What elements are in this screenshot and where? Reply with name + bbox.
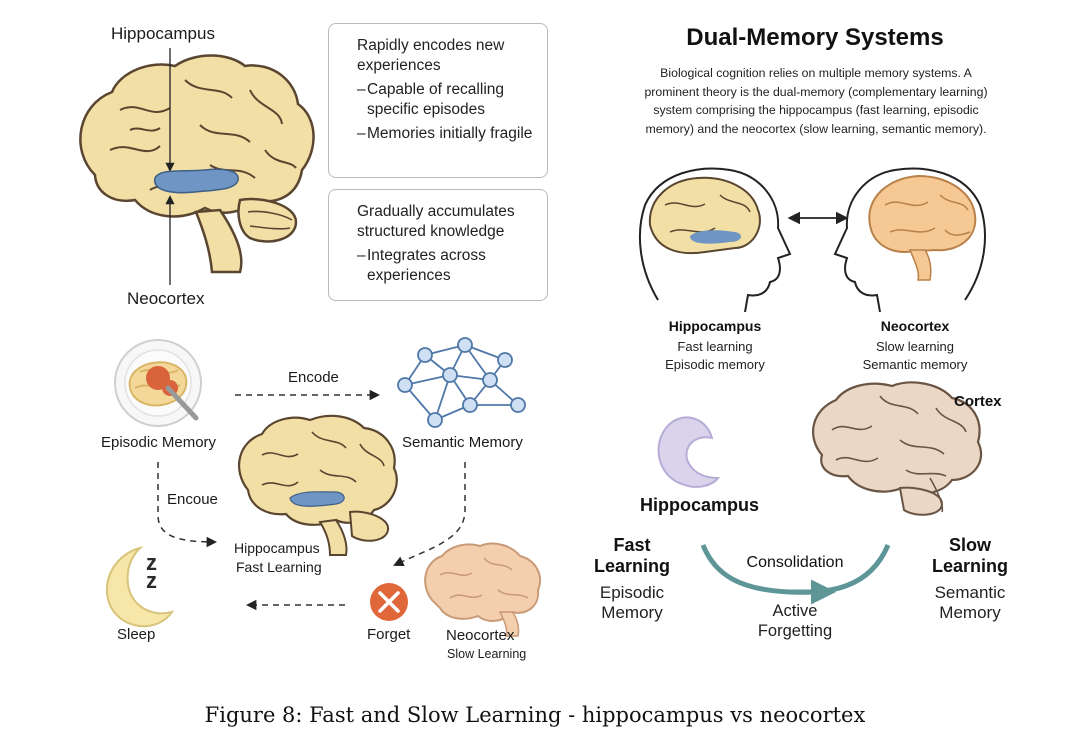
neocortex-info-box: Gradually accumulates structured knowled… [328,189,548,301]
head-hippocampus-line1: Fast learning [677,339,753,354]
middle-brain-icon [238,414,398,556]
episodic-word: Episodic [599,583,665,602]
semantic-network-icon [397,337,526,428]
middle-fast-learning-label: Fast Learning [236,559,322,575]
forget-x-icon [370,583,408,621]
description-text: Biological cognition relies on multiple … [644,66,988,136]
episodic-memory-word: Memory [601,603,663,622]
box2-lead: Gradually accumulates structured knowled… [357,203,515,240]
forget-label: Forget [367,626,411,643]
episodic-memory-bottom-label: Episodic Memory [582,583,682,623]
slow-learning-word: Learning [931,556,1008,576]
sleep-z-glyph: z z [146,550,157,593]
label-hippocampus: Hippocampus [111,24,215,43]
consolidation-label: Consolidation [746,554,844,571]
page-title: Dual-Memory Systems [686,24,944,51]
slow-word: Slow [948,535,991,555]
hippocampus-c-icon [657,416,721,488]
head-neocortex-line2: Semantic memory [862,357,968,372]
large-brain-icon [79,54,315,274]
head-neocortex-line1: Slow learning [875,339,955,354]
hippocampus-bottom-label: Hippocampus [640,495,760,515]
semantic-memory-label: Semantic Memory [402,434,523,451]
active-forgetting-label: Active Forgetting [720,601,870,641]
head-neocortex-icon [833,167,986,313]
active-word: Active [772,602,818,620]
cortex-brain-icon [812,381,983,516]
box1-lead: Rapidly encodes new experiences [357,37,505,74]
head-hippocampus-line2: Episodic memory [665,357,765,372]
head-hippocampus-icon [638,167,792,313]
fast-learning-label: Fast Learning [582,535,682,577]
encoue-left-label: Encoue [167,491,218,508]
box1-bullet-2: Memories initially fragile [357,124,533,144]
hippocampus-info-box: Rapidly encodes new experiences Capable … [328,23,548,178]
forgetting-word: Forgetting [757,622,833,640]
small-slow-learning-label: Slow Learning [447,647,527,661]
semantic-word: Semantic [934,583,1006,602]
box2-bullet-1: Integrates across experiences [357,246,533,286]
small-neocortex-label: Neocortex [446,627,515,644]
encoue-arrow [157,462,218,548]
spaghetti-plate-icon [114,339,202,427]
box1-bullet-1: Capable of recalling specific episodes [357,80,533,120]
semantic-memory-word: Memory [939,603,1001,622]
encode-top-label: Encode [288,369,339,386]
semantic-memory-bottom-label: Semantic Memory [920,583,1020,623]
small-neocortex-brain-icon [424,542,541,637]
slow-learning-label: Slow Learning [920,535,1020,577]
consolidation-curve [700,544,891,595]
sleep-label: Sleep [117,626,156,643]
head-neocortex-name: Neocortex [880,318,950,334]
label-neocortex: Neocortex [127,289,205,308]
cortex-label: Cortex [954,393,1002,410]
head-hippocampus-name: Hippocampus [668,318,762,334]
fast-learning-word: Learning [593,556,670,576]
fast-word: Fast [613,535,651,555]
middle-hippocampus-label: Hippocampus [234,540,320,556]
moon-icon [105,546,175,628]
episodic-memory-label: Episodic Memory [101,434,217,451]
figure-caption: Figure 8: Fast and Slow Learning - hippo… [204,703,866,727]
